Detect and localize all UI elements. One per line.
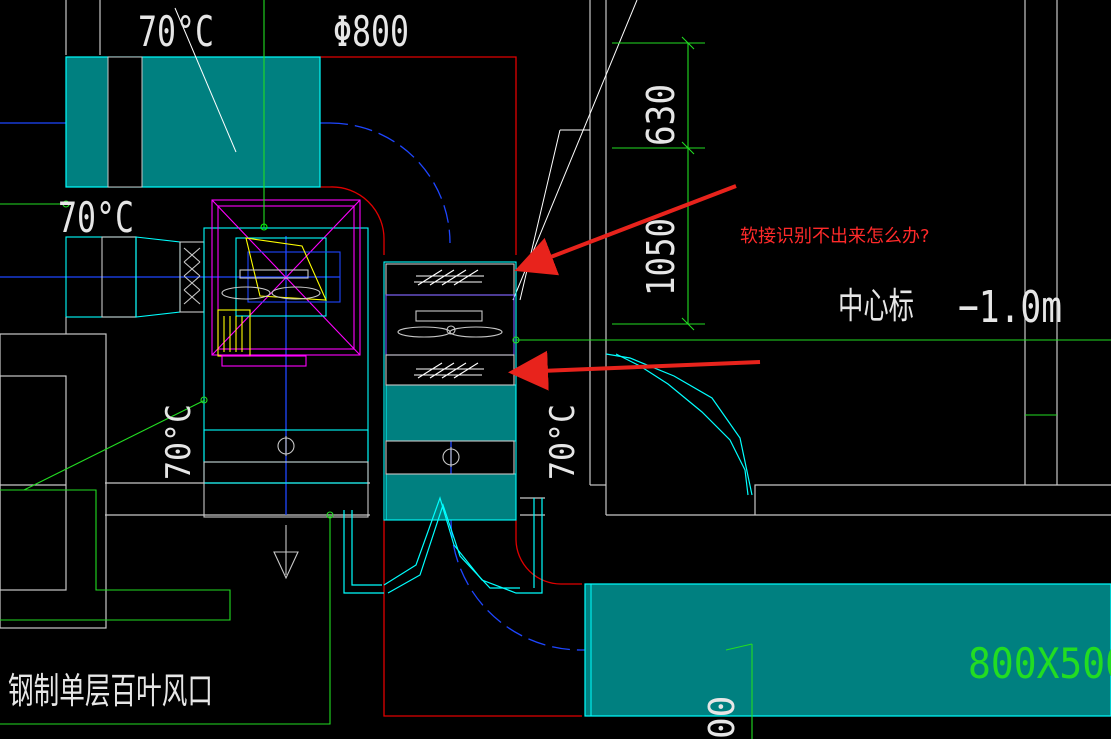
bottom-partial-label: 00 [702,696,743,739]
teal-ducts [65,56,1111,717]
blue-centerlines [0,122,1111,651]
center-elevation-label: 中心标 [838,286,914,327]
diameter-label: Φ800 [333,7,409,56]
temp-label-vertical-left: 70°C [159,404,199,480]
center-elevation-value: −1.0m [958,282,1062,333]
duct-size-label: 800X500 [968,639,1111,688]
left-duct-section [65,236,205,334]
structural-walls [0,0,1111,629]
dimension-630: 630 [639,84,683,146]
annotation-arrow-lower [508,350,761,391]
annotation: 软接识别不出来怎么办? [508,184,930,391]
left-fan-unit [203,199,369,580]
temp-label-vertical-right: 70°C [543,404,583,480]
dimension-1050: 1050 [639,218,683,296]
annotation-question: 软接识别不出来怎么办? [740,226,930,247]
temp-label-top: 70°C [138,7,214,56]
temp-label-left: 70°C [58,193,134,242]
louver-label: 钢制单层百叶风口 [8,671,213,712]
annotation-arrow-upper [514,184,737,276]
red-outline [320,56,582,717]
drawing-labels: 70°C Φ800 70°C 70°C 70°C 630 1050 中心标 −1… [8,7,1111,739]
